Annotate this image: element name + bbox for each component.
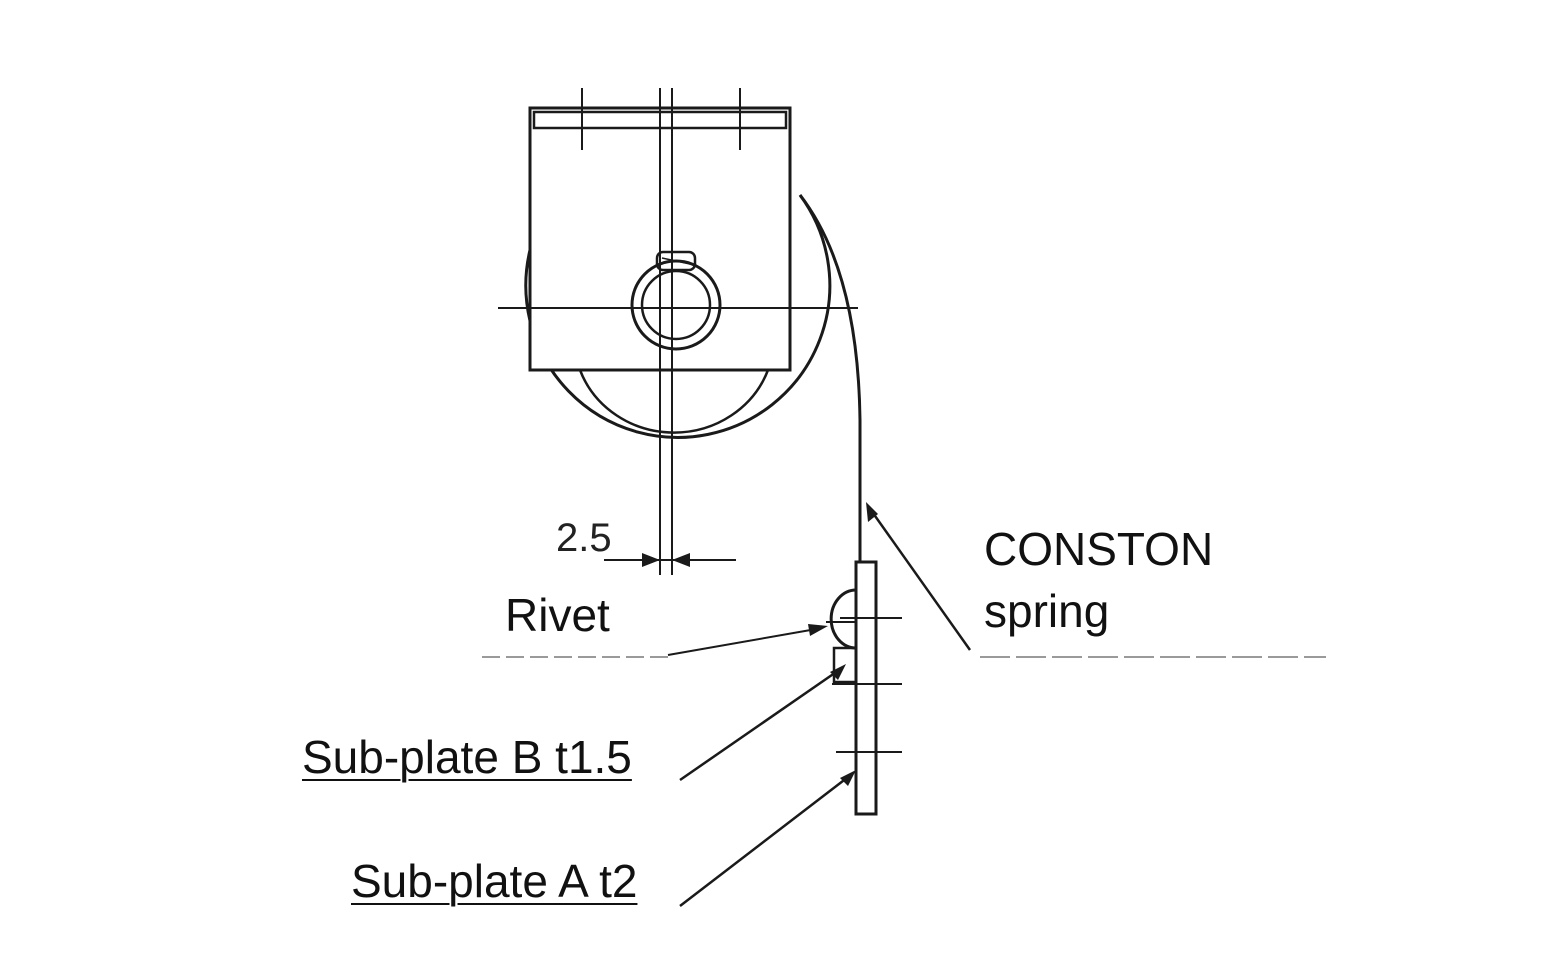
- rivet-label: Rivet: [505, 589, 610, 641]
- shaft-clip: [655, 250, 697, 272]
- rivet-leader: [667, 627, 823, 656]
- spring-strip: [798, 194, 862, 562]
- sub-plate-b-shape: [832, 646, 858, 684]
- conston-label-line1: CONSTON: [984, 523, 1214, 575]
- sub-plate-a-shape: [854, 560, 878, 816]
- sub-plate-a-label: Sub-plate A t2: [351, 855, 638, 907]
- sub-plate-a-leader: [679, 773, 853, 907]
- rivet-dome: [829, 588, 857, 650]
- conston-leader: [866, 505, 972, 651]
- sub-plate-b-leader: [679, 666, 843, 782]
- conston-label-line2: spring: [984, 585, 1110, 637]
- inner-arc: [578, 369, 770, 434]
- dimension-label: 2.5: [556, 516, 612, 560]
- sub-plate-b-label: Sub-plate B t1.5: [302, 731, 632, 783]
